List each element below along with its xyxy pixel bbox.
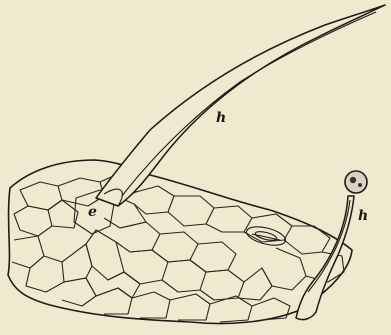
epidermis-outline [8, 160, 352, 324]
epidermal-cells [12, 174, 344, 322]
glandular-hair [296, 171, 367, 320]
label-hair-lower: h [358, 208, 368, 224]
long-hair [96, 5, 385, 206]
label-hair-upper: h [216, 110, 226, 126]
label-epidermis-cell: e [88, 204, 97, 220]
gland-head [345, 171, 367, 193]
